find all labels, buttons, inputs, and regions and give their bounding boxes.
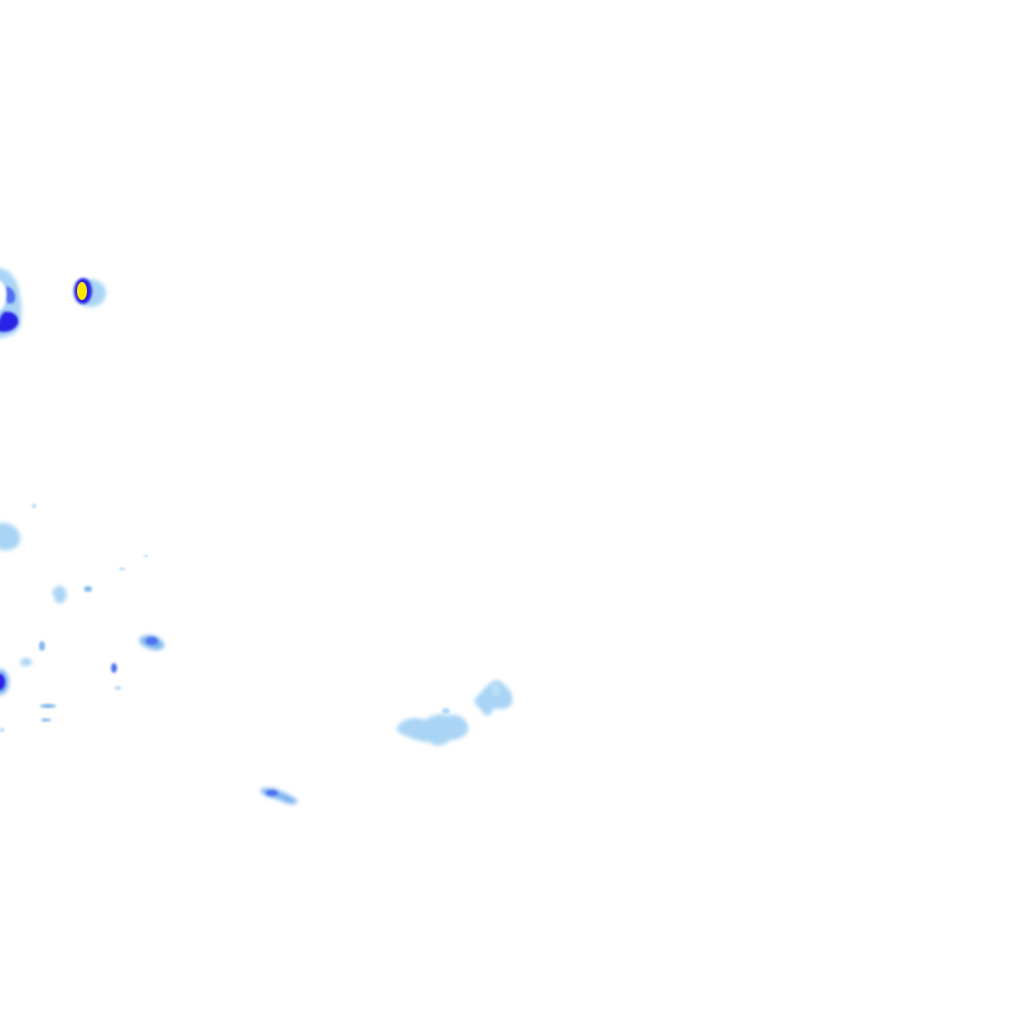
precip-cell-central (396, 680, 513, 746)
precip-cell-nw-core (74, 278, 106, 307)
precip-cell-west-1 (0, 504, 36, 551)
precip-cell-west-4 (0, 641, 121, 732)
precip-cell-south (260, 787, 298, 805)
precip-cell-west-edge (0, 669, 9, 695)
precip-cell-west-2 (52, 554, 148, 604)
precip-cell-west-3 (139, 635, 165, 651)
precip-cell-nw-ring (0, 268, 22, 338)
